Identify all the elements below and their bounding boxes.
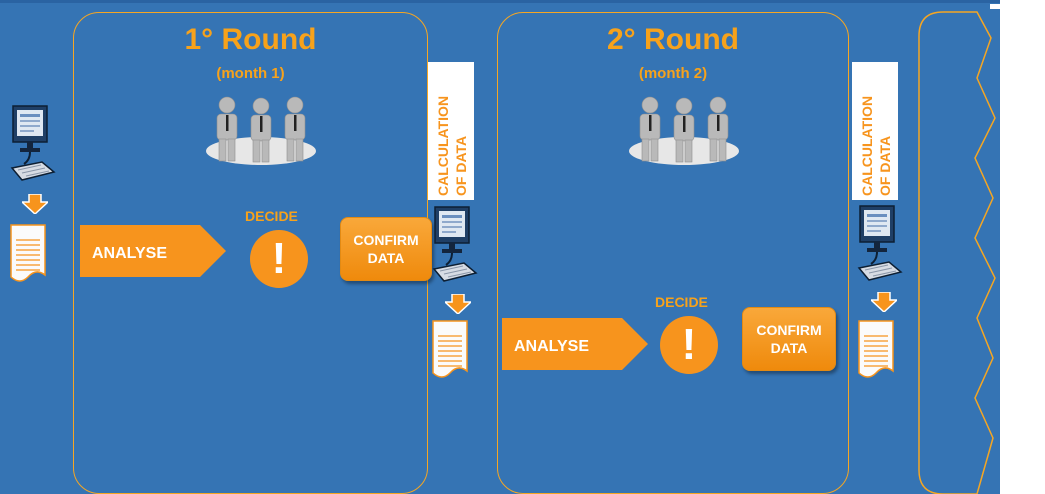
decide-icon: ! (660, 316, 718, 374)
decide-label: DECIDE (245, 208, 298, 224)
down-arrow-icon (871, 292, 897, 312)
confirm-line-2: DATA (367, 250, 405, 266)
confirm-data-button[interactable]: CONFIRM DATA (340, 217, 432, 281)
calculation-of-data-label: CALCULATION OF DATA (428, 62, 474, 200)
people-icon (205, 95, 317, 167)
round-subtitle: (month 2) (638, 65, 708, 82)
document-icon (858, 320, 894, 380)
confirm-data-button[interactable]: CONFIRM DATA (742, 307, 836, 371)
top-right-notch (990, 4, 1006, 9)
down-arrow-icon (22, 194, 48, 214)
decide-icon: ! (250, 230, 308, 288)
analyse-arrow-shape (502, 318, 648, 370)
confirm-line-2: DATA (770, 340, 808, 356)
analyse-label: ANALYSE (92, 244, 167, 262)
calculation-line-2: OF DATA (877, 136, 893, 196)
analyse-label: ANALYSE (514, 337, 589, 355)
analyse-step: ANALYSE (502, 318, 648, 375)
calculation-line-1: CALCULATION (859, 96, 875, 196)
calculation-of-data-label: CALCULATION OF DATA (852, 62, 898, 200)
computer-icon (857, 204, 903, 286)
document-icon (432, 320, 468, 380)
decide-label: DECIDE (655, 294, 708, 310)
round-subtitle: (month 1) (216, 65, 285, 82)
computer-icon (10, 104, 56, 186)
calculation-line-2: OF DATA (453, 136, 469, 196)
round-1-panel: 1° Round (month 1) (73, 12, 428, 494)
analyse-arrow-shape (80, 225, 226, 277)
diagram-canvas: 1° Round (month 1) ANALYSE DECIDE ! CONF… (0, 0, 1000, 494)
people-icon (628, 95, 740, 167)
round-title: 1° Round (184, 23, 317, 56)
calculation-line-1: CALCULATION (435, 96, 451, 196)
computer-icon (432, 205, 478, 287)
down-arrow-icon (445, 294, 471, 314)
analyse-step: ANALYSE (80, 225, 226, 282)
confirm-line-1: CONFIRM (353, 232, 419, 248)
document-icon (10, 224, 46, 284)
round-3-partial-panel (918, 11, 996, 494)
round-title: 2° Round (607, 23, 739, 56)
round-2-panel: 2° Round (month 2) (497, 12, 849, 494)
confirm-line-1: CONFIRM (756, 322, 822, 338)
top-strip (0, 0, 1000, 3)
